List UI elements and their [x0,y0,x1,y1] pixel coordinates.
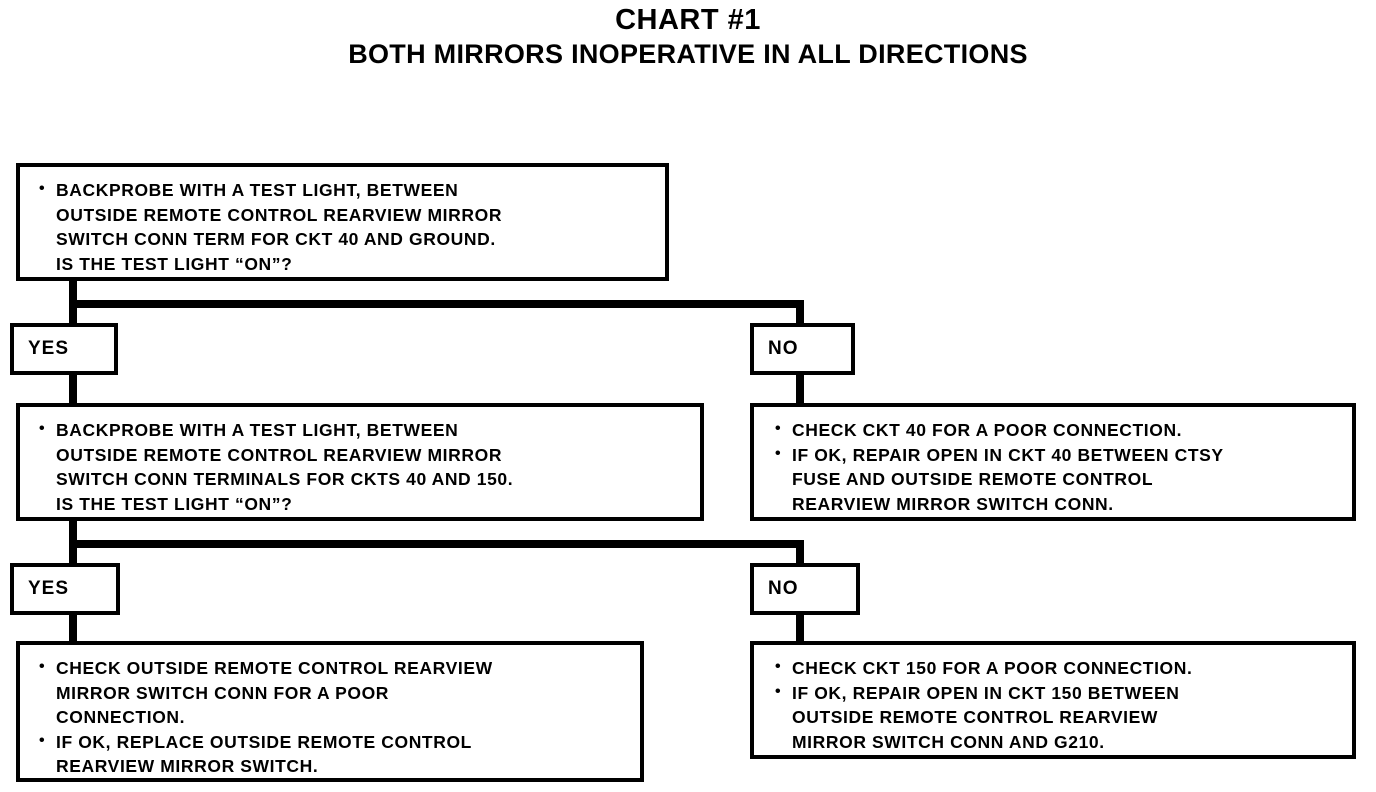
list-item: IF OK, REPAIR OPEN IN CKT 40 BETWEEN CTS… [774,442,1224,517]
connector-q1-stem [69,280,77,308]
connector-yes1-to-q2 [69,373,77,406]
connector-q1-yes-drop [69,300,77,326]
list-item: CHECK OUTSIDE REMOTE CONTROL REARVIEW MI… [38,655,493,730]
connector-q2-yes-drop [69,540,77,566]
connector-no1-to-a1 [796,373,804,406]
list-item: CHECK CKT 40 FOR A POOR CONNECTION. [774,417,1224,443]
list-item: IF OK, REPLACE OUTSIDE REMOTE CONTROL RE… [38,729,493,779]
connector-q2-no-drop [796,540,804,566]
list-item: BACKPROBE WITH A TEST LIGHT, BETWEEN OUT… [38,177,502,276]
bullet-list: BACKPROBE WITH A TEST LIGHT, BETWEEN OUT… [38,417,513,516]
flow-box-action-switch-conn[interactable]: CHECK OUTSIDE REMOTE CONTROL REARVIEW MI… [16,641,644,782]
flow-box-question-2[interactable]: BACKPROBE WITH A TEST LIGHT, BETWEEN OUT… [16,403,704,521]
bullet-list: CHECK OUTSIDE REMOTE CONTROL REARVIEW MI… [38,655,493,779]
page-title: CHART #1 [615,4,761,36]
decision-label: NO [768,338,799,359]
connector-yes2-to-a2 [69,613,77,643]
connector-q1-branch [69,300,804,308]
connector-q2-stem [69,518,77,546]
chart-title-block: CHART #1 BOTH MIRRORS INOPERATIVE IN ALL… [0,4,1376,70]
page-subtitle: BOTH MIRRORS INOPERATIVE IN ALL DIRECTIO… [348,39,1028,69]
flow-box-action-ckt40[interactable]: CHECK CKT 40 FOR A POOR CONNECTION. IF O… [750,403,1356,521]
bullet-list: CHECK CKT 40 FOR A POOR CONNECTION. IF O… [774,417,1224,517]
decision-label: NO [768,578,799,599]
flow-box-question-1[interactable]: BACKPROBE WITH A TEST LIGHT, BETWEEN OUT… [16,163,669,281]
connector-q1-no-drop [796,300,804,326]
connector-q2-branch [69,540,804,548]
decision-yes-2[interactable]: YES [10,563,120,615]
decision-yes-1[interactable]: YES [10,323,118,375]
bullet-list: CHECK CKT 150 FOR A POOR CONNECTION. IF … [774,655,1192,755]
decision-no-2[interactable]: NO [750,563,860,615]
list-item: IF OK, REPAIR OPEN IN CKT 150 BETWEEN OU… [774,680,1192,755]
connector-no2-to-a3 [796,613,804,643]
list-item: CHECK CKT 150 FOR A POOR CONNECTION. [774,655,1192,681]
decision-no-1[interactable]: NO [750,323,855,375]
decision-label: YES [28,578,70,599]
flow-box-action-ckt150[interactable]: CHECK CKT 150 FOR A POOR CONNECTION. IF … [750,641,1356,759]
list-item: BACKPROBE WITH A TEST LIGHT, BETWEEN OUT… [38,417,513,516]
bullet-list: BACKPROBE WITH A TEST LIGHT, BETWEEN OUT… [38,177,502,276]
decision-label: YES [28,338,70,359]
